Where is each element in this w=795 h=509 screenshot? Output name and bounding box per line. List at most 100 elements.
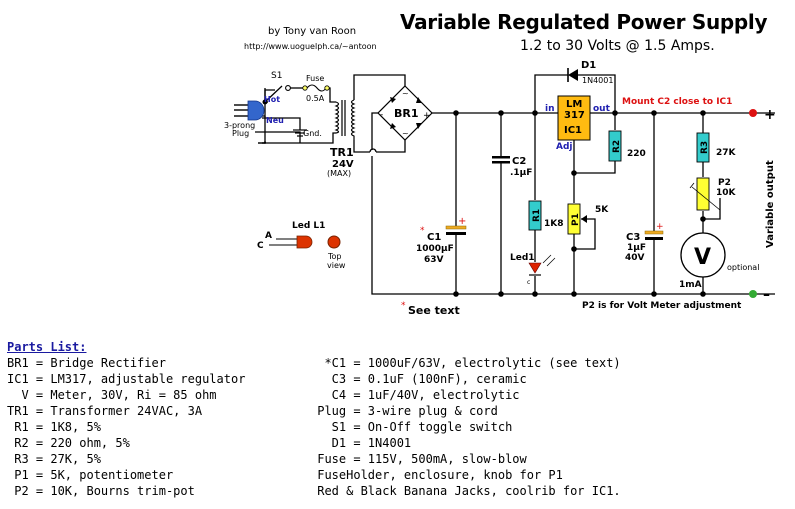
c3-voltage: 40V bbox=[625, 253, 645, 263]
p1-value: 5K bbox=[595, 205, 609, 215]
led-l1-illustration: Led L1 A C Top view bbox=[257, 221, 346, 270]
plus-label: + bbox=[764, 107, 776, 123]
meter-optional: optional bbox=[727, 263, 759, 272]
r1-label: R1 bbox=[532, 209, 542, 222]
part-line: V = Meter, 30V, Ri = 85 ohm bbox=[7, 388, 217, 402]
p1-label: P1 bbox=[571, 213, 581, 226]
p2-value: 10K bbox=[716, 188, 737, 198]
fuse-rating: 0.5A bbox=[306, 94, 325, 103]
d1-label: D1 bbox=[581, 60, 596, 71]
d1-part: 1N4001 bbox=[582, 76, 613, 85]
ic1-out: out bbox=[593, 104, 611, 114]
part-line: C4 = 1uF/40V, electrolytic bbox=[310, 388, 520, 402]
part-line: C3 = 0.1uF (100nF), ceramic bbox=[310, 372, 527, 386]
c1-value: 1000µF bbox=[416, 244, 454, 254]
trimpot-p2: P2 10K bbox=[689, 177, 737, 211]
ic1-317: 317 bbox=[564, 110, 585, 121]
p2-label: P2 bbox=[718, 178, 731, 188]
led-c-label: C bbox=[257, 241, 264, 251]
part-line: R2 = 220 ohm, 5% bbox=[7, 436, 130, 450]
p2-note: P2 is for Volt Meter adjustment bbox=[582, 301, 742, 311]
part-line: *C1 = 1000uF/63V, electrolytic (see text… bbox=[310, 356, 621, 370]
fuse: Fuse 0.5A bbox=[302, 74, 330, 103]
diode-d1: D1 1N4001 bbox=[567, 60, 613, 85]
r1-value: 1K8 bbox=[544, 219, 564, 229]
part-line: TR1 = Transformer 24VAC, 3A bbox=[7, 404, 203, 418]
bridge-rectifier-br1: BR1 - + ~ ~ bbox=[377, 85, 433, 141]
parts-list-right: *C1 = 1000uF/63V, electrolytic (see text… bbox=[310, 355, 621, 499]
part-line: R3 = 27K, 5% bbox=[7, 452, 101, 466]
part-line: BR1 = Bridge Rectifier bbox=[7, 356, 166, 370]
br1-ac-top: ~ bbox=[402, 89, 409, 98]
ic1-adj: Adj bbox=[556, 142, 573, 152]
plug-label-1: 3-prong bbox=[224, 121, 255, 130]
r3-value: 27K bbox=[716, 148, 737, 158]
neu-label: Neu bbox=[266, 116, 284, 125]
volt-meter: V optional 1mA bbox=[679, 232, 759, 290]
transformer-tr1: TR1 24V (MAX) bbox=[327, 99, 356, 178]
c1-label: C1 bbox=[427, 232, 441, 243]
led-l1-title: Led L1 bbox=[292, 221, 325, 231]
led1-label: Led1 bbox=[510, 253, 535, 263]
part-line: D1 = 1N4001 bbox=[310, 436, 412, 450]
part-line: FuseHolder, enclosure, knob for P1 bbox=[310, 468, 563, 482]
part-line: Fuse = 115V, 500mA, slow-blow bbox=[310, 452, 527, 466]
hot-label: Hot bbox=[264, 95, 280, 104]
c3-label: C3 bbox=[626, 232, 640, 243]
ic1-label: IC1 bbox=[564, 125, 582, 136]
ic1-in: in bbox=[545, 104, 555, 114]
output-terminals: + – Variable output bbox=[749, 107, 776, 303]
led1-cathode: c bbox=[527, 279, 530, 286]
r2-value: 220 bbox=[627, 149, 646, 159]
part-line: S1 = On-Off toggle switch bbox=[310, 420, 513, 434]
led-a-label: A bbox=[265, 231, 272, 241]
br1-plus: + bbox=[423, 111, 431, 121]
switch-s1: S1 bbox=[264, 71, 291, 103]
variable-output-label: Variable output bbox=[765, 160, 776, 248]
c2-label: C2 bbox=[512, 156, 526, 167]
meter-symbol: V bbox=[694, 245, 711, 270]
r2-label: R2 bbox=[612, 140, 622, 153]
tr1-label: TR1 bbox=[330, 146, 354, 159]
see-text-asterisk: * bbox=[401, 301, 406, 311]
ic1-lm: LM bbox=[566, 99, 582, 110]
c1-polarity: + bbox=[458, 216, 466, 227]
part-line: R1 = 1K8, 5% bbox=[7, 420, 101, 434]
top-view-label-1: Top bbox=[327, 252, 342, 261]
potentiometer-p1: P1 5K bbox=[567, 203, 609, 235]
top-view-label-2: view bbox=[327, 261, 346, 270]
schematic-diagram: S1 Fuse 0.5A Hot Neu 3-prong Plug Gnd. T… bbox=[224, 60, 776, 317]
author-url[interactable]: http://www.uoguelph.ca/~antoon bbox=[244, 42, 377, 51]
c3-value: 1µF bbox=[627, 243, 646, 253]
ground-icon: Gnd. bbox=[293, 129, 322, 138]
c2-value: .1µF bbox=[510, 168, 532, 178]
c1-asterisk: * bbox=[420, 226, 425, 236]
regulator-ic1: LM 317 IC1 in out Adj bbox=[545, 95, 611, 152]
part-line: Red & Black Banana Jacks, coolrib for IC… bbox=[310, 484, 621, 498]
meter-range: 1mA bbox=[679, 280, 702, 290]
negative-terminal[interactable] bbox=[749, 290, 757, 298]
c3-polarity: + bbox=[656, 222, 664, 232]
part-line: IC1 = LM317, adjustable regulator bbox=[7, 372, 246, 386]
parts-list-heading: Parts List: bbox=[7, 340, 87, 354]
r3-label: R3 bbox=[700, 141, 710, 154]
page-title: Variable Regulated Power Supply bbox=[400, 10, 768, 34]
mount-note: Mount C2 close to IC1 bbox=[622, 97, 732, 107]
br1-ac-bottom: ~ bbox=[402, 129, 409, 138]
part-line: P2 = 10K, Bourns trim-pot bbox=[7, 484, 195, 498]
positive-terminal[interactable] bbox=[749, 109, 757, 117]
capacitor-c1: + * C1 1000µF 63V bbox=[416, 216, 466, 265]
resistor-r1: R1 1K8 bbox=[528, 200, 564, 231]
s1-label: S1 bbox=[271, 71, 282, 81]
tr1-voltage: 24V bbox=[332, 159, 354, 170]
page-subtitle: 1.2 to 30 Volts @ 1.5 Amps. bbox=[520, 38, 715, 54]
capacitor-c2: C2 .1µF bbox=[492, 156, 532, 178]
fuse-label: Fuse bbox=[306, 74, 324, 83]
br1-minus: - bbox=[380, 110, 383, 120]
capacitor-c3: + C3 1µF 40V bbox=[625, 222, 664, 263]
part-line: P1 = 5K, potentiometer bbox=[7, 468, 174, 482]
plug-icon: Hot Neu 3-prong Plug bbox=[224, 95, 284, 138]
br1-label: BR1 bbox=[394, 107, 419, 120]
led1: Led1 c bbox=[510, 253, 556, 286]
